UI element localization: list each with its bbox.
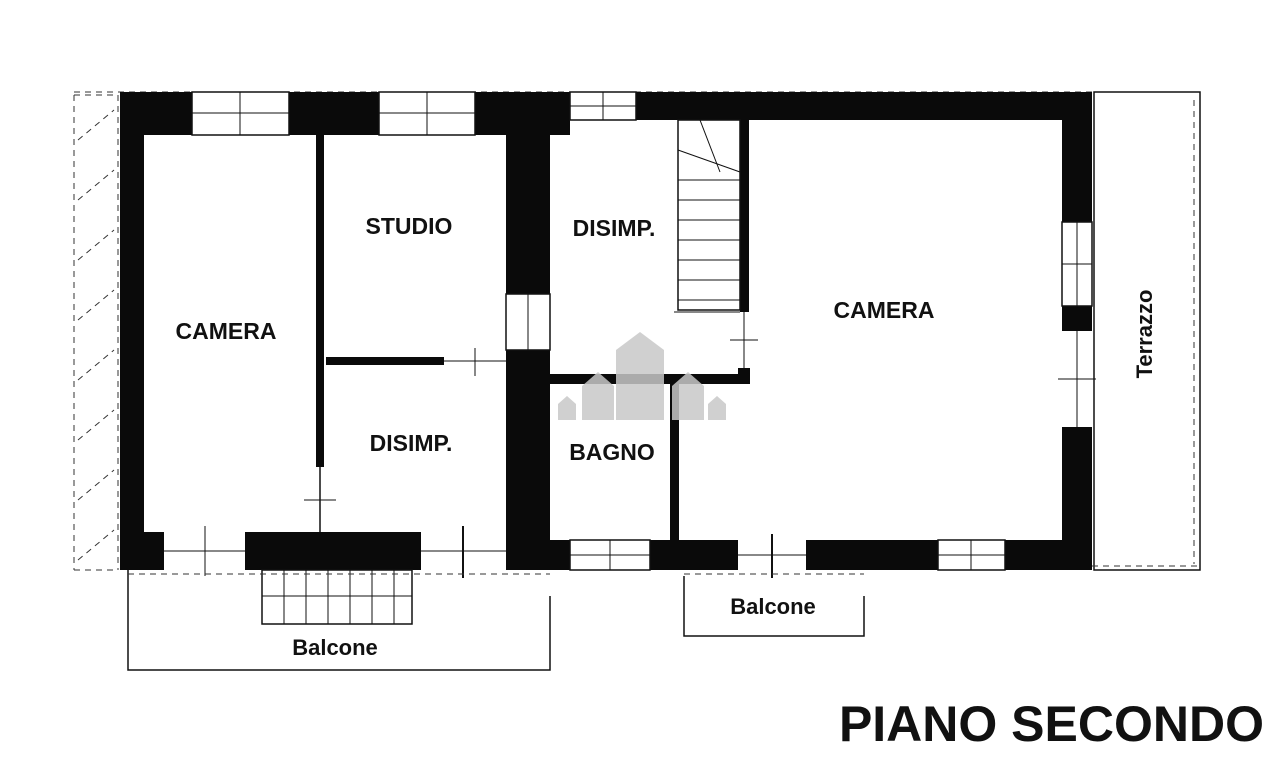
room-label-disimp-lower: DISIMP.: [370, 430, 453, 456]
room-label-disimp-upper: DISIMP.: [573, 215, 656, 241]
label-balcone-left: Balcone: [292, 635, 378, 660]
room-label-bagno: BAGNO: [569, 439, 655, 465]
stairs-lower: [261, 569, 413, 625]
walls: [120, 92, 1092, 570]
left-exterior-hatch: [73, 94, 119, 571]
watermark-logo: [558, 332, 726, 420]
stairs-upper: [677, 119, 741, 311]
room-label-studio: STUDIO: [366, 213, 453, 239]
exterior-outlines: [127, 91, 1201, 671]
room-label-camera-right: CAMERA: [834, 297, 935, 323]
room-label-camera-left: CAMERA: [176, 318, 277, 344]
label-terrazzo: Terrazzo: [1132, 290, 1157, 379]
door-marks: [164, 311, 1096, 578]
plan-title: PIANO SECONDO: [839, 696, 1264, 752]
label-balcone-right: Balcone: [730, 594, 816, 619]
windows: [191, 91, 1093, 571]
